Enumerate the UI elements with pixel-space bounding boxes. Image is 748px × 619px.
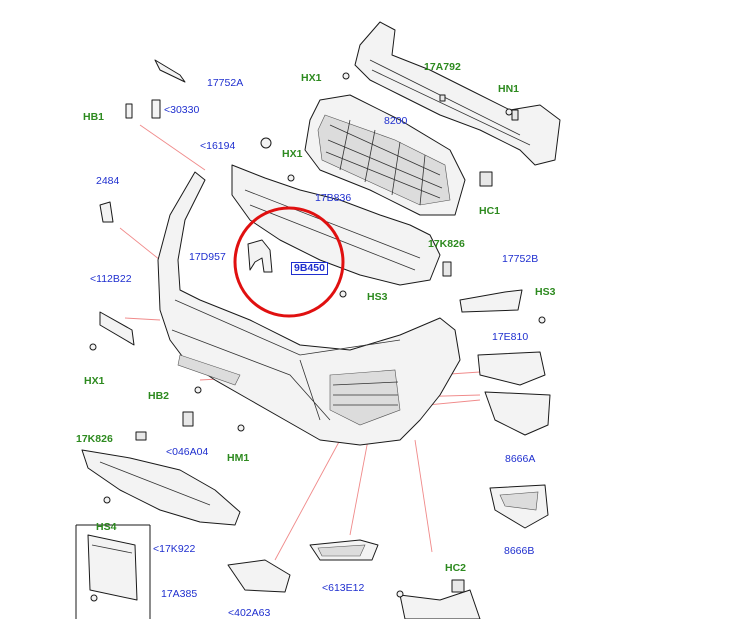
callout-17B836[interactable]: 17B836: [315, 192, 352, 204]
callout-hs3-mid[interactable]: HS3: [367, 291, 388, 303]
bumper-cover: [157, 171, 461, 446]
callout-16194[interactable]: <16194: [200, 140, 236, 152]
callout-hx1-left[interactable]: HX1: [84, 375, 105, 387]
callout-17D957[interactable]: 17D957: [189, 251, 226, 263]
fasteners: [89, 59, 546, 602]
callout-8200[interactable]: 8200: [384, 115, 408, 127]
upper-carrier: [231, 164, 493, 286]
bracket-9b450: [233, 206, 345, 318]
license-bracket: [75, 524, 151, 619]
callout-30330[interactable]: <30330: [164, 104, 200, 116]
undershield: [81, 449, 241, 526]
reinforcement-beam: [354, 21, 561, 166]
callout-17752A[interactable]: 17752A: [207, 77, 244, 89]
callout-046A04[interactable]: <046A04: [166, 446, 209, 458]
grille: [304, 94, 466, 216]
callout-17K826-top[interactable]: 17K826: [428, 238, 465, 250]
callout-8666A[interactable]: 8666A: [505, 453, 536, 465]
bottom-lamps: [227, 539, 481, 619]
callout-hs3-right[interactable]: HS3: [535, 286, 556, 298]
callout-hb1[interactable]: HB1: [83, 111, 105, 123]
callout-hn1[interactable]: HN1: [498, 83, 520, 95]
callout-hs4[interactable]: HS4: [96, 521, 117, 533]
callout-9B450-selected[interactable]: 9B450: [291, 262, 328, 275]
callout-17K826-left[interactable]: 17K826: [76, 433, 113, 445]
callout-613E12[interactable]: <613E12: [322, 582, 365, 594]
callout-17A792[interactable]: 17A792: [424, 61, 461, 73]
callout-hc1[interactable]: HC1: [479, 205, 501, 217]
callout-17752B[interactable]: 17752B: [502, 253, 539, 265]
callout-17K922[interactable]: <17K922: [153, 543, 196, 555]
callout-hx1-top[interactable]: HX1: [301, 72, 322, 84]
fog-bezels: [459, 289, 551, 529]
callout-hb2[interactable]: HB2: [148, 390, 170, 402]
callout-hx1-mid[interactable]: HX1: [282, 148, 303, 160]
callout-8666B[interactable]: 8666B: [504, 545, 535, 557]
callout-112B22[interactable]: <112B22: [90, 273, 132, 285]
callout-17A385[interactable]: 17A385: [161, 588, 198, 600]
callout-2484[interactable]: 2484: [96, 175, 120, 187]
callout-17E810[interactable]: 17E810: [492, 331, 529, 343]
callout-hm1[interactable]: HM1: [227, 452, 250, 464]
callout-hc2[interactable]: HC2: [445, 562, 467, 574]
callout-402A63[interactable]: <402A63: [228, 607, 271, 619]
